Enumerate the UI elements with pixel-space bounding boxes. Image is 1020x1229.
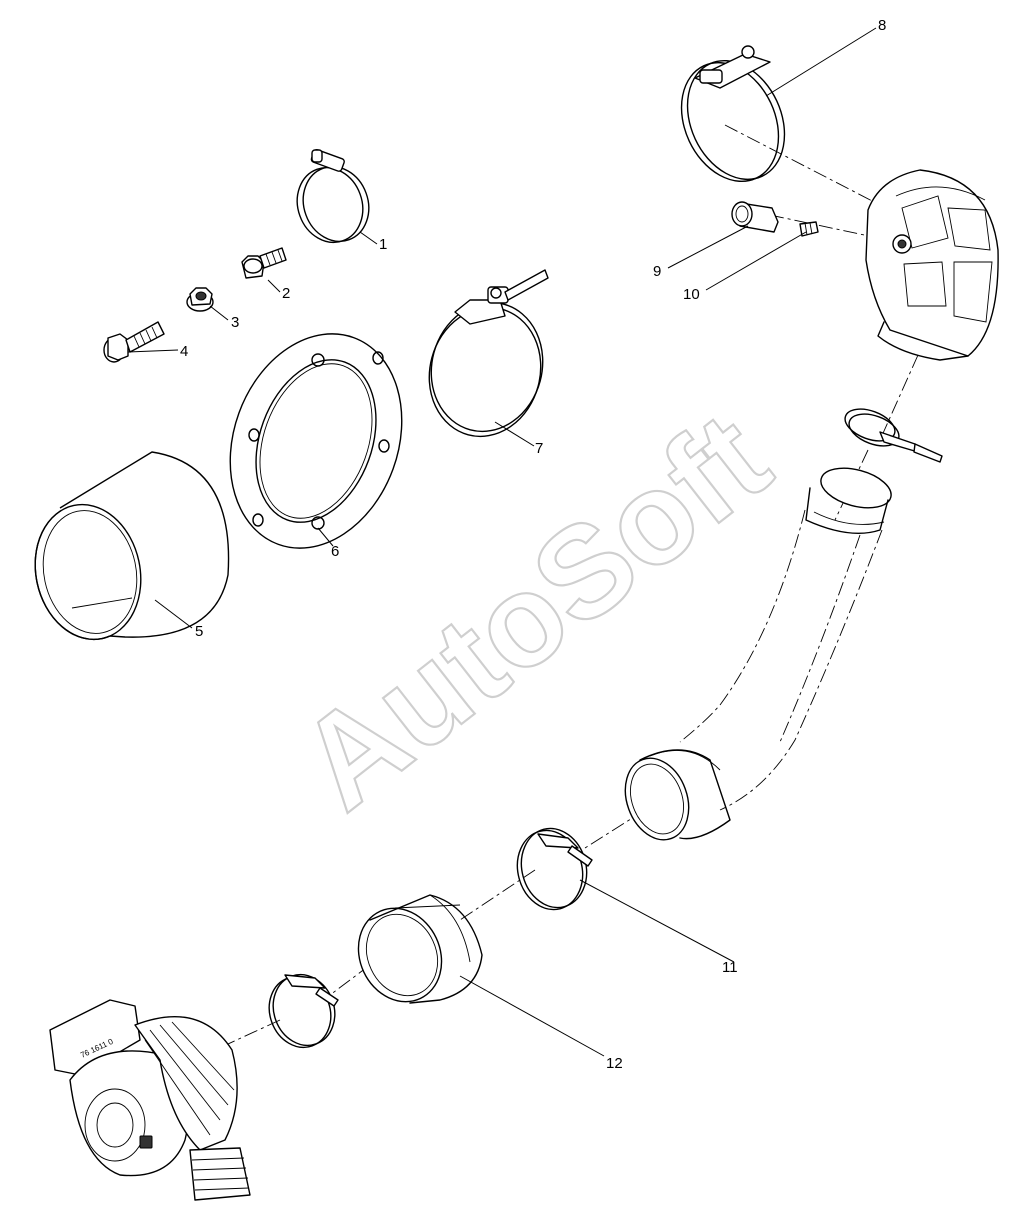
callout-5: 5 — [195, 623, 203, 640]
callout-3: 3 — [231, 314, 239, 331]
callout-7: 7 — [535, 440, 543, 457]
part-8-large-clamp — [680, 45, 786, 183]
callout-12: 12 — [606, 1055, 623, 1072]
callout-11: 11 — [722, 959, 738, 976]
callout-9: 9 — [653, 263, 661, 280]
part-4-flange-bolt — [103, 321, 165, 363]
callout-2: 2 — [282, 285, 290, 302]
part-7-tbolt-clamp — [428, 269, 549, 438]
turbocharger: 76 1611 0 — [49, 999, 251, 1201]
part-11-clamp — [516, 827, 593, 911]
callout-6: 6 — [331, 543, 339, 560]
watermark-text: AutoSoft — [272, 384, 794, 837]
turbo-clamp — [268, 973, 339, 1049]
part-1-hose-clamp — [296, 149, 370, 244]
part-2-short-bolt — [241, 247, 287, 279]
part-9-plug — [731, 201, 779, 233]
callout-4: 4 — [180, 343, 188, 360]
callout-10: 10 — [683, 286, 700, 303]
tube-top-clamp — [844, 408, 943, 463]
callout-8: 8 — [878, 17, 886, 34]
leader-lines — [127, 27, 877, 1057]
callout-1: 1 — [379, 236, 387, 253]
callout-labels: 1 2 3 4 5 6 7 8 9 10 11 12 — [180, 17, 886, 1072]
part-6-gasket — [229, 333, 403, 549]
part-12-adapter — [357, 894, 483, 1004]
part-5-sleeve — [34, 451, 230, 641]
bent-tube — [624, 467, 892, 841]
part-3-flange-nut — [186, 287, 214, 312]
elbow-housing — [865, 169, 999, 361]
